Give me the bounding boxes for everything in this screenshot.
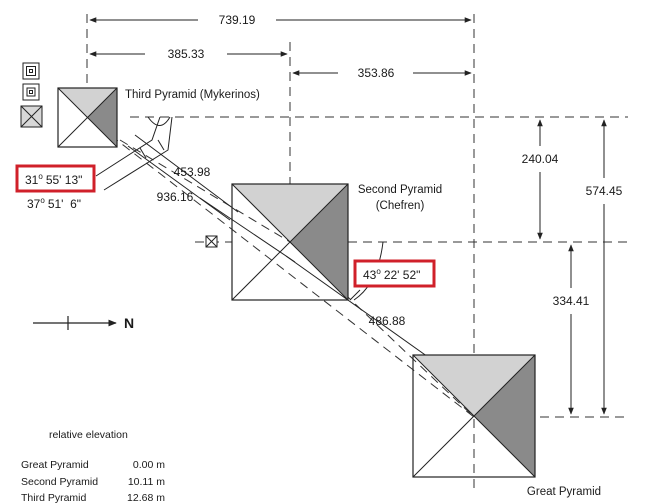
second-pyramid-sublabel: (Chefren) <box>376 200 425 212</box>
dim-top-left: 385.33 <box>168 47 205 61</box>
third-pyramid-square <box>57 87 118 148</box>
dimension-arrows <box>89 17 607 415</box>
elevation-row-value: 12.68 m <box>127 492 165 504</box>
dim-right-total: 574.45 <box>586 184 623 198</box>
dim-third-great: 936.16 <box>157 190 194 204</box>
elevation-row-value: 0.00 m <box>133 459 165 471</box>
north-arrow-icon <box>33 316 117 330</box>
dim-top-right: 353.86 <box>358 66 395 80</box>
elevation-table: Great Pyramid 0.00 m Second Pyramid 10.1… <box>21 459 165 504</box>
great-pyramid-label: Great Pyramid <box>527 486 601 498</box>
dim-second-great: 486.88 <box>369 314 406 328</box>
great-pyramid-square <box>412 354 536 478</box>
angle-construction <box>95 116 173 191</box>
dim-third-second: 453.98 <box>174 165 211 179</box>
diagonal-dimension-lines <box>127 134 453 375</box>
construction-lines <box>86 14 628 494</box>
dim-right-lower: 334.41 <box>553 294 590 308</box>
dim-top-total: 739.19 <box>219 13 256 27</box>
elevation-row-name: Third Pyramid <box>21 492 87 504</box>
legend-squares-icon <box>20 62 43 128</box>
third-pyramid-label: Third Pyramid (Mykerinos) <box>125 89 260 101</box>
survey-marker-icon <box>205 235 218 248</box>
angle-highlight-box-second <box>353 259 436 288</box>
elevation-title: relative elevation <box>49 429 128 441</box>
elevation-row-name: Great Pyramid <box>21 459 89 471</box>
dim-right-upper: 240.04 <box>522 152 559 166</box>
second-pyramid-square <box>231 183 349 301</box>
angle-highlight-box <box>15 164 96 193</box>
elevation-row-name: Second Pyramid <box>21 476 98 488</box>
north-label: N <box>124 315 134 331</box>
elevation-row-value: 10.11 m <box>128 476 165 488</box>
second-pyramid-label: Second Pyramid <box>358 184 442 196</box>
